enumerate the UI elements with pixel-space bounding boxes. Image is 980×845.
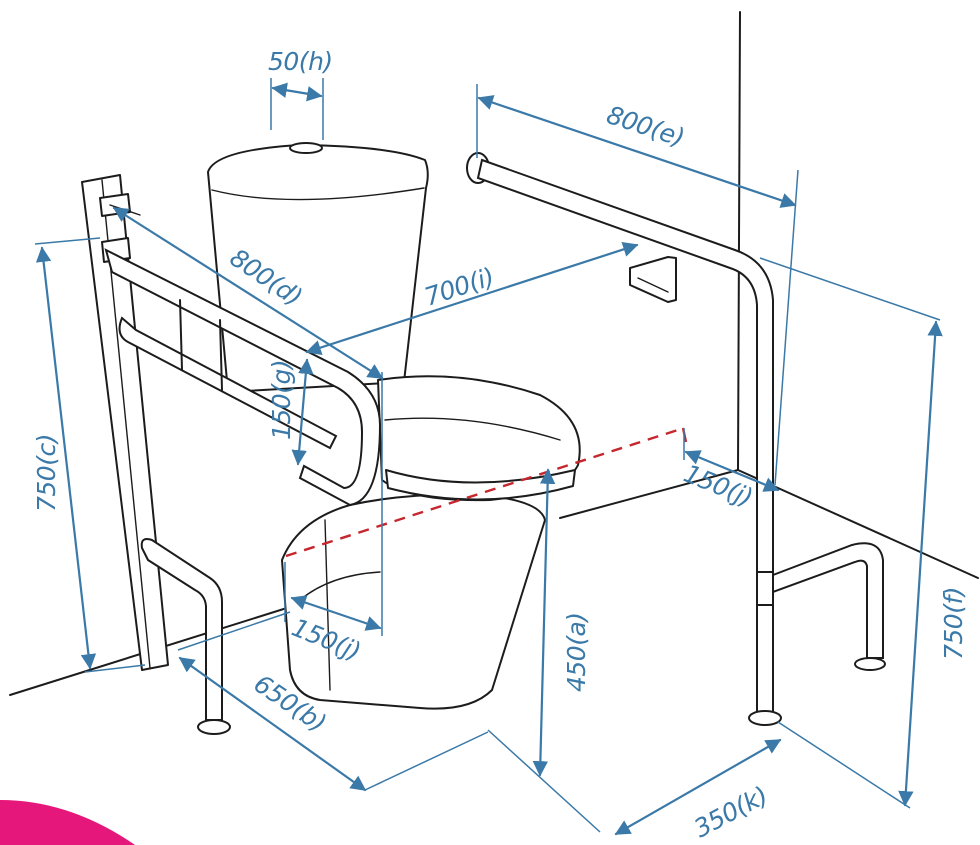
dimension-g: 150(g)	[267, 358, 314, 466]
toilet-paper-holder	[629, 256, 677, 303]
dimension-c-label: 750(c)	[32, 434, 61, 512]
dimension-i-label: 700(i)	[421, 262, 498, 312]
dimension-c: 750(c)	[32, 237, 146, 673]
dimension-f: 750(f)	[759, 257, 968, 809]
dimension-a: 450(a)	[487, 468, 601, 833]
toilet-bowl	[281, 375, 581, 710]
corner-accent-shape	[0, 800, 135, 845]
dimension-k-label: 350(k)	[689, 781, 772, 844]
dimension-j-back-label: 150(j)	[680, 459, 757, 513]
dimension-g-label: 150(g)	[267, 360, 296, 440]
dimension-f-label: 750(f)	[939, 587, 968, 660]
dimension-k: 350(k)	[614, 738, 782, 844]
dimension-a-label: 450(a)	[562, 612, 591, 692]
toilet-centerline	[285, 426, 685, 558]
dimension-h: 50(h)	[268, 47, 333, 140]
dimension-h-label: 50(h)	[268, 47, 333, 76]
